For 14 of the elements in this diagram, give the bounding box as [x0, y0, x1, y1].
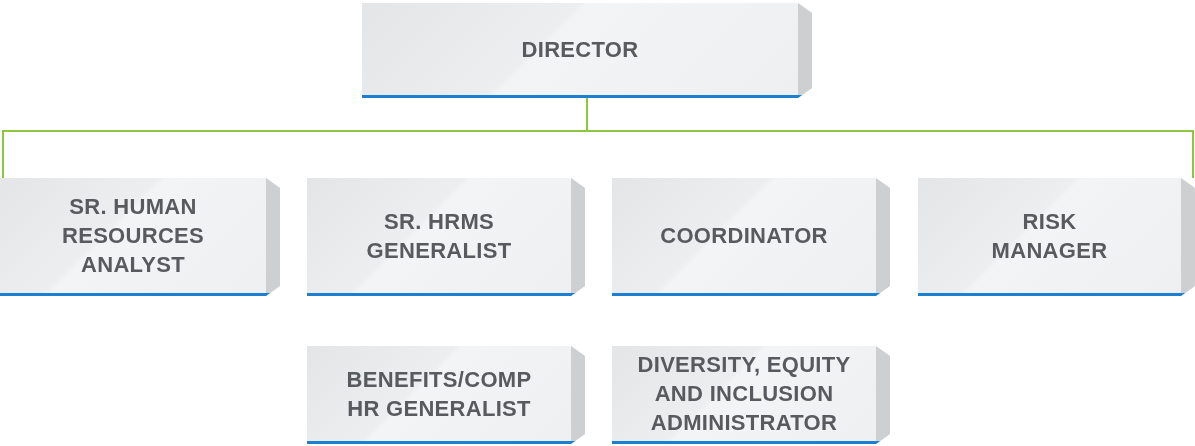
- position-box: [362, 3, 812, 98]
- position-title: BENEFITS/COMP HR GENERALIST: [345, 365, 533, 423]
- position-title: SR. HUMAN RESOURCES ANALYST: [60, 193, 206, 279]
- position-title: SR. HRMS GENERALIST: [365, 207, 513, 265]
- position-title: DIRECTOR: [521, 35, 639, 64]
- position-title: RISK MANAGER: [990, 207, 1109, 265]
- position-box: [612, 346, 890, 444]
- position-box: [307, 178, 585, 296]
- position-box: [0, 178, 280, 296]
- position-box: [918, 178, 1195, 296]
- position-box: [307, 346, 585, 444]
- position-title: COORDINATOR: [660, 222, 828, 250]
- position-title: DIVERSITY, EQUITY AND INCLUSION ADMINISTRATOR: [636, 351, 852, 437]
- position-box: [612, 178, 890, 296]
